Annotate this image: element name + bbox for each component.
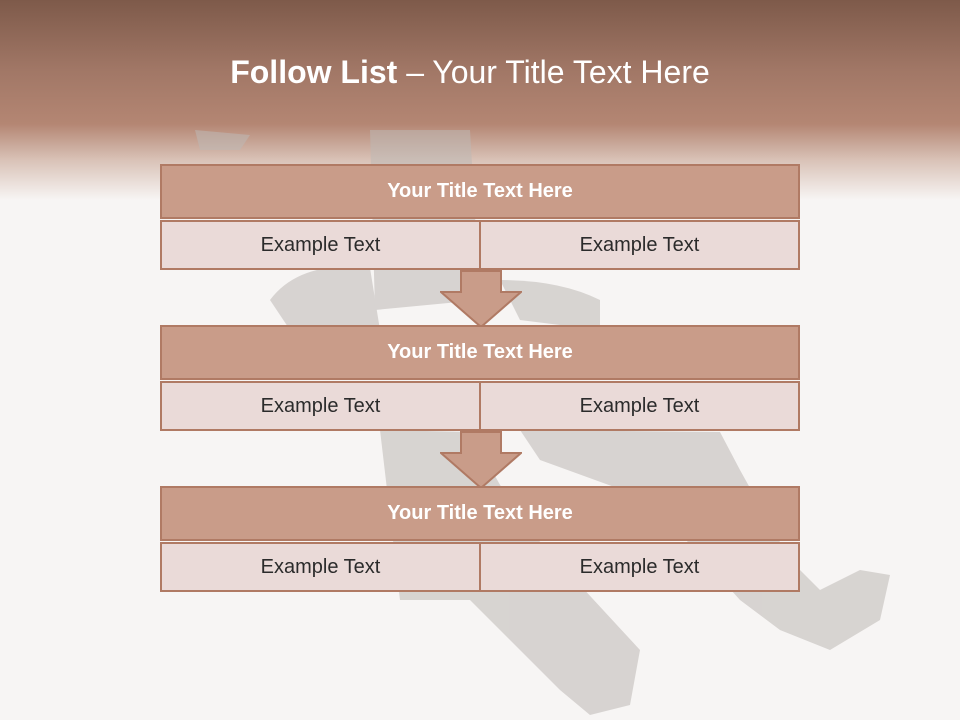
block-row: Example Text Example Text [160, 542, 800, 592]
slide-title: Follow List – Your Title Text Here [0, 54, 940, 91]
list-block-1: Your Title Text Here Example Text Exampl… [160, 164, 800, 270]
block-title: Your Title Text Here [160, 164, 800, 219]
down-arrow-icon [440, 270, 522, 328]
block-cell-left: Example Text [160, 542, 481, 592]
slide-title-rest: – Your Title Text Here [397, 54, 710, 90]
down-arrow-icon [440, 431, 522, 489]
block-row: Example Text Example Text [160, 381, 800, 431]
block-cell-left: Example Text [160, 381, 481, 431]
block-cell-right: Example Text [481, 381, 800, 431]
slide-title-bold: Follow List [230, 54, 398, 90]
block-cell-right: Example Text [481, 220, 800, 270]
block-cell-right: Example Text [481, 542, 800, 592]
block-row: Example Text Example Text [160, 220, 800, 270]
list-block-2: Your Title Text Here Example Text Exampl… [160, 325, 800, 431]
list-block-3: Your Title Text Here Example Text Exampl… [160, 486, 800, 592]
block-title: Your Title Text Here [160, 325, 800, 380]
block-title: Your Title Text Here [160, 486, 800, 541]
block-cell-left: Example Text [160, 220, 481, 270]
